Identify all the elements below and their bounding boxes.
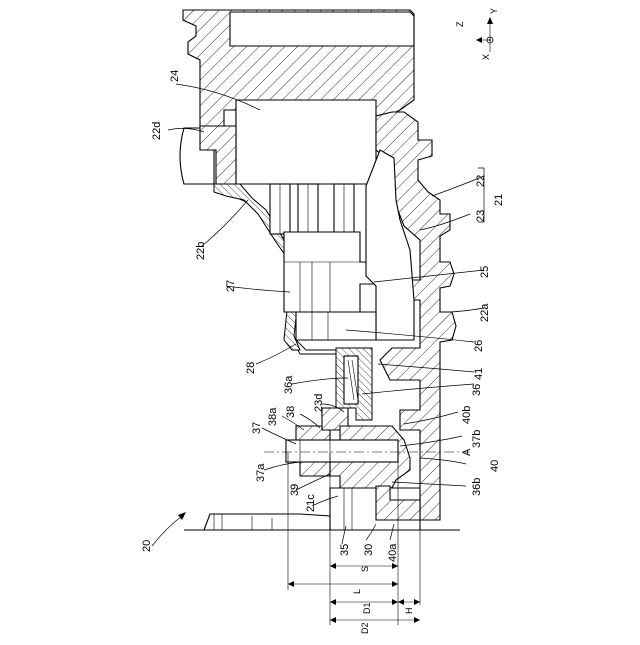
ref-label-38: 38 [285, 406, 297, 418]
ref-label-27: 27 [225, 280, 237, 292]
coordinate-axes-icon: Z Y X [455, 8, 499, 60]
dim-label-D1: D1 [362, 602, 372, 614]
axis-a-label: A [461, 448, 473, 456]
assembly-ref-label: 20 [141, 540, 153, 552]
ref-label-26: 26 [473, 340, 485, 352]
ref-label-40a: 40a [387, 543, 399, 562]
dim-label-L: L [352, 589, 362, 594]
ref-label-38a: 38a [267, 407, 279, 426]
ref-label-24: 24 [169, 70, 181, 82]
ref-label-36: 36 [471, 384, 483, 396]
axis-z-label: Z [455, 21, 465, 27]
ref-label-23: 23 [475, 210, 487, 222]
ref-label-21: 21 [493, 194, 505, 206]
knob-22d [180, 126, 236, 184]
ref-label-36a: 36a [283, 375, 295, 394]
motor-terminals [270, 184, 354, 234]
ref-label-22b: 22b [195, 242, 207, 260]
dim-label-S: S [360, 566, 370, 572]
output-shaft-35 [330, 486, 420, 530]
ref-label-30: 30 [363, 544, 375, 556]
dim-label-D2: D2 [360, 622, 370, 634]
ref-label-23d: 23d [313, 394, 325, 412]
ref-label-37b: 37b [471, 430, 483, 448]
dimension-labels: S L D1 D2 H [352, 566, 414, 634]
ref-label-40b: 40b [461, 406, 473, 424]
ref-label-36b: 36b [471, 478, 483, 496]
ref-label-41: 41 [473, 368, 485, 380]
lower-flange [204, 514, 330, 530]
ref-label-22a: 22a [479, 303, 491, 322]
ref-label-35: 35 [339, 544, 351, 556]
ref-label-37a: 37a [255, 463, 267, 482]
ref-label-21c: 21c [305, 494, 317, 512]
axis-x-label: X [481, 54, 491, 60]
ref-label-25: 25 [479, 266, 491, 278]
ref-label-22d: 22d [151, 122, 163, 140]
ref-label-39: 39 [289, 484, 301, 496]
ref-label-37: 37 [251, 422, 263, 434]
assembly-pointer [152, 512, 186, 546]
dim-label-H: H [404, 608, 414, 615]
ref-label-40: 40 [489, 460, 501, 472]
ref-label-28: 28 [245, 362, 257, 374]
axis-y-label: Y [489, 8, 499, 14]
ref-label-22: 22 [475, 175, 487, 187]
